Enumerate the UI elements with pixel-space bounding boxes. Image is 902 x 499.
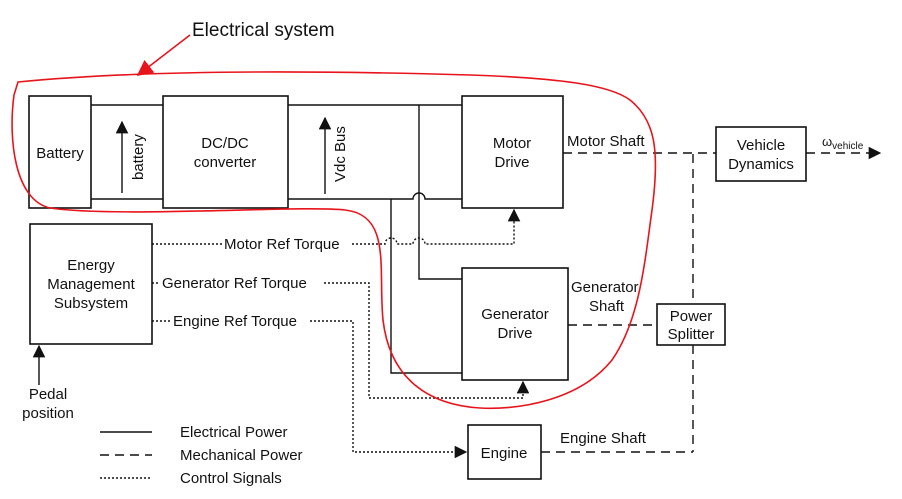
legend-electrical-label: Electrical Power (180, 424, 288, 441)
power-splitter-block[interactable]: Power Splitter (656, 303, 726, 346)
engine-ref-torque-label: Engine Ref Torque (173, 313, 297, 330)
energy-mgmt-label-line2: Management (47, 276, 135, 293)
legend-mechanical-label: Mechanical Power (180, 447, 303, 464)
battery-voltage-label: battery (130, 134, 147, 180)
mechanical-links (541, 146, 882, 453)
motor-shaft-label: Motor Shaft (567, 133, 645, 150)
power-splitter-label-line1: Power (670, 308, 713, 325)
control-signal-lines (152, 208, 530, 459)
generator-shaft-label-line2: Shaft (589, 298, 625, 315)
motor-drive-block[interactable]: Motor Drive (461, 95, 564, 209)
legend-control-label: Control Signals (180, 470, 282, 487)
engine-shaft-label: Engine Shaft (560, 430, 647, 447)
annotation-arrow (136, 34, 191, 76)
engine-label: Engine (481, 445, 528, 462)
engine-block[interactable]: Engine (467, 424, 542, 480)
motor-drive-label-line1: Motor (493, 135, 531, 152)
vehicle-dynamics-label-line1: Vehicle (737, 137, 785, 154)
generator-shaft-label-line1: Generator (571, 279, 639, 296)
electrical-system-title: Electrical system (192, 20, 335, 41)
vehicle-dynamics-label-line2: Dynamics (728, 156, 794, 173)
energy-mgmt-label-line1: Energy (67, 257, 115, 274)
energy-mgmt-label-line3: Subsystem (54, 295, 128, 312)
generator-ref-torque-label: Generator Ref Torque (162, 275, 307, 292)
electrical-system-outline (11, 71, 657, 410)
motor-ref-torque-label: Motor Ref Torque (224, 236, 340, 253)
dcdc-label-line1: DC/DC (201, 135, 249, 152)
pedal-label-line2: position (22, 405, 74, 422)
motor-drive-label-line2: Drive (494, 154, 529, 171)
legend: Electrical Power Mechanical Power Contro… (100, 424, 303, 487)
omega-vehicle-label: ωvehicle (822, 134, 864, 152)
battery-label: Battery (36, 145, 84, 162)
vdc-bus-label: Vdc Bus (332, 126, 349, 182)
battery-block[interactable]: Battery (28, 95, 92, 209)
dcdc-converter-block[interactable]: DC/DC converter (162, 95, 289, 209)
electrical-wiring (91, 104, 462, 374)
pedal-label-line1: Pedal (29, 386, 67, 403)
dcdc-label-line2: converter (194, 154, 257, 171)
energy-management-block[interactable]: Energy Management Subsystem (29, 223, 153, 345)
generator-drive-label-line1: Generator (481, 306, 549, 323)
generator-drive-block[interactable]: Generator Drive (461, 267, 569, 381)
generator-drive-label-line2: Drive (497, 325, 532, 342)
vehicle-dynamics-block[interactable]: Vehicle Dynamics (715, 126, 807, 182)
power-splitter-label-line2: Splitter (668, 326, 715, 343)
